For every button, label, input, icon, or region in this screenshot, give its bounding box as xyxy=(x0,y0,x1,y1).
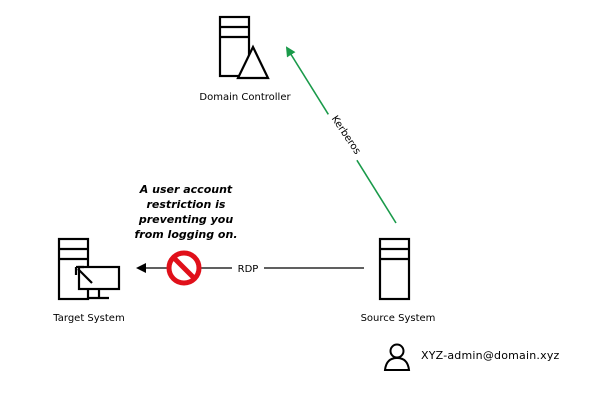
target-system-icon xyxy=(57,237,121,301)
rdp-edge-label-box: RDP xyxy=(232,261,264,277)
user-account-label: XYZ-admin@domain.xyz xyxy=(421,349,560,362)
source-system-icon xyxy=(378,237,411,301)
domain-controller-icon xyxy=(218,15,270,80)
blocked-icon xyxy=(166,250,202,286)
target-system-label: Target System xyxy=(53,313,125,324)
logon-error-message: A user account restriction is preventing… xyxy=(134,183,238,241)
rdp-edge-label: RDP xyxy=(237,263,259,275)
domain-controller-label: Domain Controller xyxy=(199,92,291,103)
source-system-label: Source System xyxy=(360,313,436,324)
user-icon xyxy=(383,343,411,371)
